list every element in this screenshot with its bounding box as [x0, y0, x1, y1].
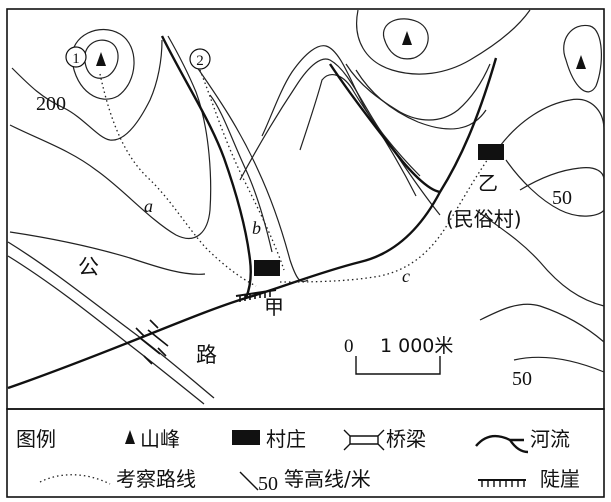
- legend-title: 图例: [16, 427, 56, 451]
- peak-icon: [96, 52, 106, 66]
- river: [7, 35, 498, 390]
- legend-route-icon: [39, 474, 111, 485]
- contour-50-right-label: 50: [552, 187, 572, 209]
- village-yi-marker: [478, 144, 504, 160]
- river-main: [7, 57, 498, 390]
- road-label-lu: 路: [196, 343, 217, 367]
- contour-right-5: [519, 167, 605, 191]
- legend-frame: [6, 408, 605, 498]
- contour-center-1: [191, 59, 309, 283]
- contour-50-right: [505, 159, 605, 217]
- viewpoint-1-number: 1: [72, 51, 80, 67]
- route-a: [99, 73, 257, 287]
- route-c-label: c: [402, 266, 410, 286]
- contour-lines: [9, 9, 605, 373]
- legend-contour-value: 50: [258, 473, 278, 495]
- contour-top-right: [356, 9, 531, 75]
- contour-right-1: [299, 74, 421, 177]
- peaks: [96, 31, 586, 69]
- contour-200-label: 200: [36, 93, 66, 115]
- peak-icon: [576, 55, 586, 69]
- contour-left-lower: [9, 231, 206, 275]
- peak-icon: [402, 31, 412, 45]
- scale-distance: 1 000米: [380, 335, 453, 357]
- road-label-gong: 公: [78, 255, 99, 279]
- village-yi-note: (民俗村): [446, 207, 522, 231]
- legend-peak-label: 山峰: [140, 427, 180, 451]
- contour-peak-1-outer: [71, 28, 135, 100]
- legend-bridge-icon: [343, 429, 385, 451]
- contour-center-4: [239, 58, 441, 216]
- legend-cliff-label: 陡崖: [540, 467, 580, 491]
- contour-peak-1-inner: [84, 39, 119, 79]
- contour-right-2: [345, 63, 491, 121]
- legend-peak-icon: [125, 430, 135, 444]
- viewpoint-2-circle: [189, 48, 211, 70]
- contour-200: [11, 39, 163, 141]
- route-b: [199, 69, 285, 271]
- river-center-branch: [329, 63, 441, 194]
- road: [7, 241, 215, 405]
- legend-cliff-icon: [478, 479, 526, 487]
- scale-bar: 0 1 000米: [344, 335, 453, 375]
- route-a-label: a: [144, 196, 153, 216]
- contour-center-3: [261, 45, 417, 197]
- bridge: [135, 319, 169, 365]
- survey-routes: [99, 69, 491, 287]
- contour-bottom-right: [513, 356, 605, 373]
- legend: 图例 山峰 村庄 桥梁 河流 考察路线 50 等高线/米 陡崖: [16, 427, 580, 495]
- contour-center-2: [209, 94, 273, 253]
- village-yi-label: 乙: [478, 171, 498, 195]
- contour-mid-left: [9, 35, 212, 240]
- scale-zero: 0: [344, 336, 354, 357]
- cliff: [235, 289, 277, 302]
- river-west-branch: [160, 35, 252, 299]
- route-b-label: b: [252, 218, 261, 238]
- legend-river-label: 河流: [530, 427, 570, 451]
- contour-peak-2: [382, 18, 429, 60]
- viewpoint-2-number: 2: [196, 53, 204, 69]
- village-jia-marker: [254, 260, 280, 276]
- route-c: [279, 155, 491, 283]
- legend-river-icon: [475, 434, 529, 454]
- legend-bridge-label: 桥梁: [386, 427, 426, 451]
- contour-50-bottom-label: 50: [512, 368, 532, 390]
- viewpoint-1-circle: [65, 46, 87, 68]
- contour-right-6: [475, 209, 605, 307]
- contour-right-4: [499, 98, 605, 147]
- legend-contour-label: 等高线/米: [284, 467, 371, 491]
- legend-contour-icon: [239, 471, 259, 491]
- village-jia-label: 甲: [264, 295, 284, 319]
- legend-route-label: 考察路线: [116, 467, 196, 491]
- legend-village-icon: [232, 430, 260, 445]
- contour-50-bottom: [479, 303, 605, 343]
- contour-peak-3: [563, 24, 602, 93]
- contour-right-3: [355, 69, 487, 130]
- legend-village-label: 村庄: [266, 427, 306, 451]
